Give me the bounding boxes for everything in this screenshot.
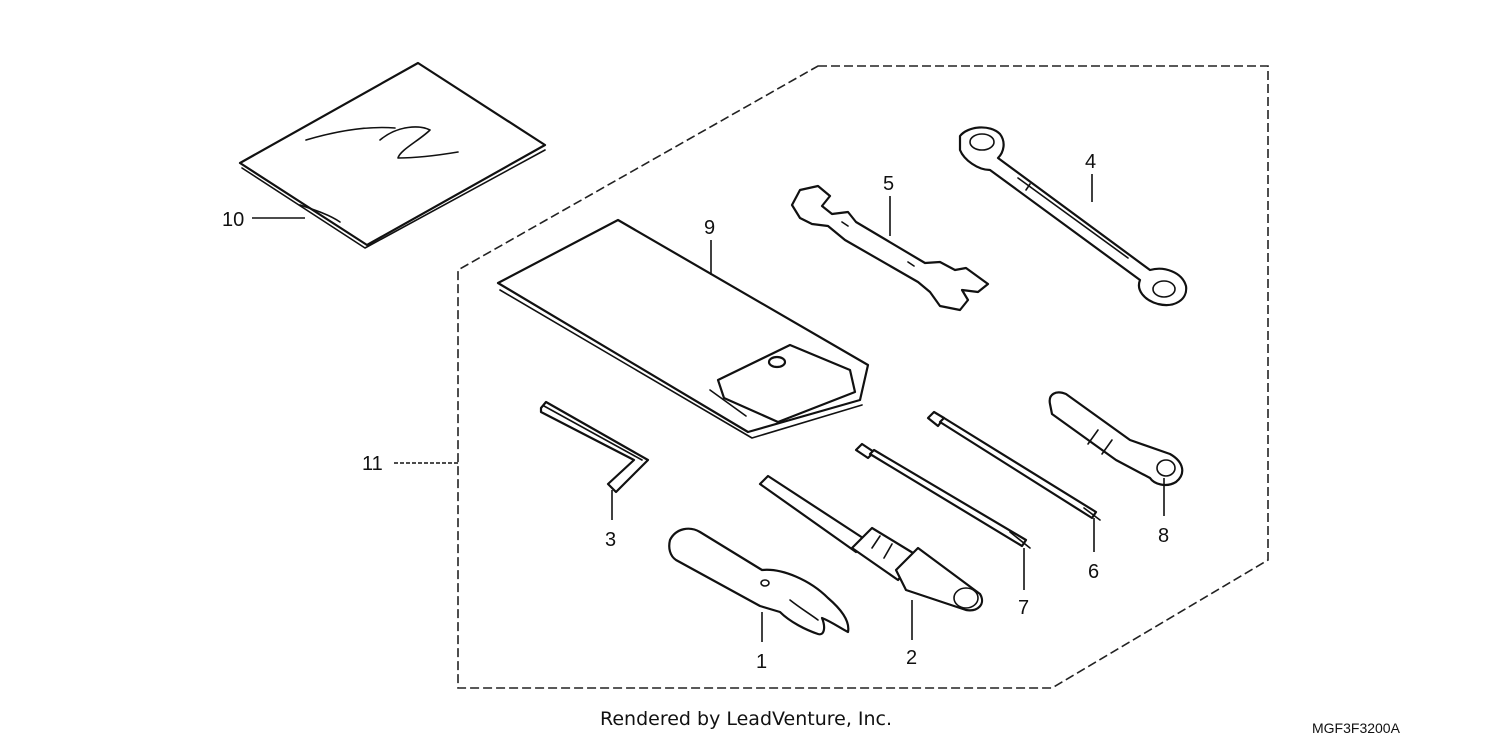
callout-9: 9 xyxy=(704,217,715,239)
callout-2: 2 xyxy=(906,647,917,669)
callout-11: 11 xyxy=(362,453,383,475)
callout-10: 10 xyxy=(222,209,244,231)
diagram-code: MGF3F3200A xyxy=(1312,720,1400,736)
open-end-wrench xyxy=(790,184,990,312)
callout-7: 7 xyxy=(1018,597,1029,619)
tool-bag xyxy=(496,218,870,439)
leader-lines xyxy=(252,174,1165,642)
box-end-wrench xyxy=(958,126,1188,307)
screwdriver-handle xyxy=(1048,391,1184,487)
flat-screwdriver xyxy=(854,442,1031,549)
spanner-wrench xyxy=(668,527,850,636)
rendered-by-credit: Rendered by LeadVenture, Inc. xyxy=(600,708,893,730)
callout-8: 8 xyxy=(1158,525,1169,547)
document-bag xyxy=(238,61,547,249)
spark-plug-wrench xyxy=(758,474,984,612)
callout-6: 6 xyxy=(1088,561,1099,583)
callout-1: 1 xyxy=(756,651,767,673)
phillips-screwdriver xyxy=(926,410,1101,521)
callout-5: 5 xyxy=(883,173,894,195)
callout-3: 3 xyxy=(605,529,616,551)
tool-kit-boundary xyxy=(457,65,1269,689)
callout-4: 4 xyxy=(1085,151,1096,173)
hex-key xyxy=(539,400,650,494)
